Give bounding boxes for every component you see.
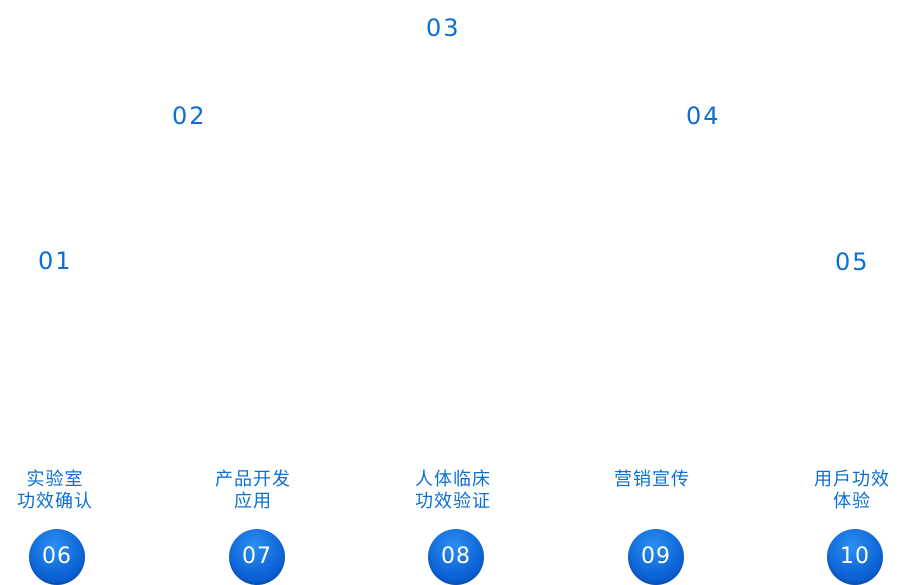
step-number: 06: [42, 544, 72, 569]
step-label-10: 用戶功效 体验: [797, 469, 907, 513]
step-label-line: 产品开发: [215, 469, 291, 490]
arc-number-01: 01: [38, 247, 73, 275]
step-number-badge-06: 06: [29, 529, 85, 585]
step-number-badge-07: 07: [229, 529, 285, 585]
step-label-line: 实验室: [26, 469, 84, 490]
step-number: 07: [242, 544, 272, 569]
step-label-line: 营销宣传: [614, 469, 690, 490]
step-number-badge-08: 08: [428, 529, 484, 585]
step-label-line: 体验: [833, 491, 871, 512]
step-number: 08: [441, 544, 471, 569]
step-label-09: 营销宣传: [597, 469, 707, 491]
step-label-08: 人体临床 功效验证: [398, 469, 508, 513]
arc-number-02: 02: [172, 102, 207, 130]
step-label-line: 应用: [234, 491, 272, 512]
arc-number-05: 05: [835, 248, 870, 276]
arc-number-03: 03: [426, 14, 461, 42]
step-number: 09: [641, 544, 671, 569]
step-label-06: 实验室 功效确认: [0, 469, 110, 513]
arc-number-04: 04: [686, 102, 721, 130]
step-number: 10: [840, 544, 870, 569]
step-label-line: 功效验证: [415, 491, 491, 512]
step-number-badge-09: 09: [628, 529, 684, 585]
step-label-07: 产品开发 应用: [198, 469, 308, 513]
step-label-line: 人体临床: [415, 469, 491, 490]
step-number-badge-10: 10: [827, 529, 883, 585]
step-label-line: 用戶功效: [814, 469, 890, 490]
step-label-line: 功效确认: [17, 491, 93, 512]
